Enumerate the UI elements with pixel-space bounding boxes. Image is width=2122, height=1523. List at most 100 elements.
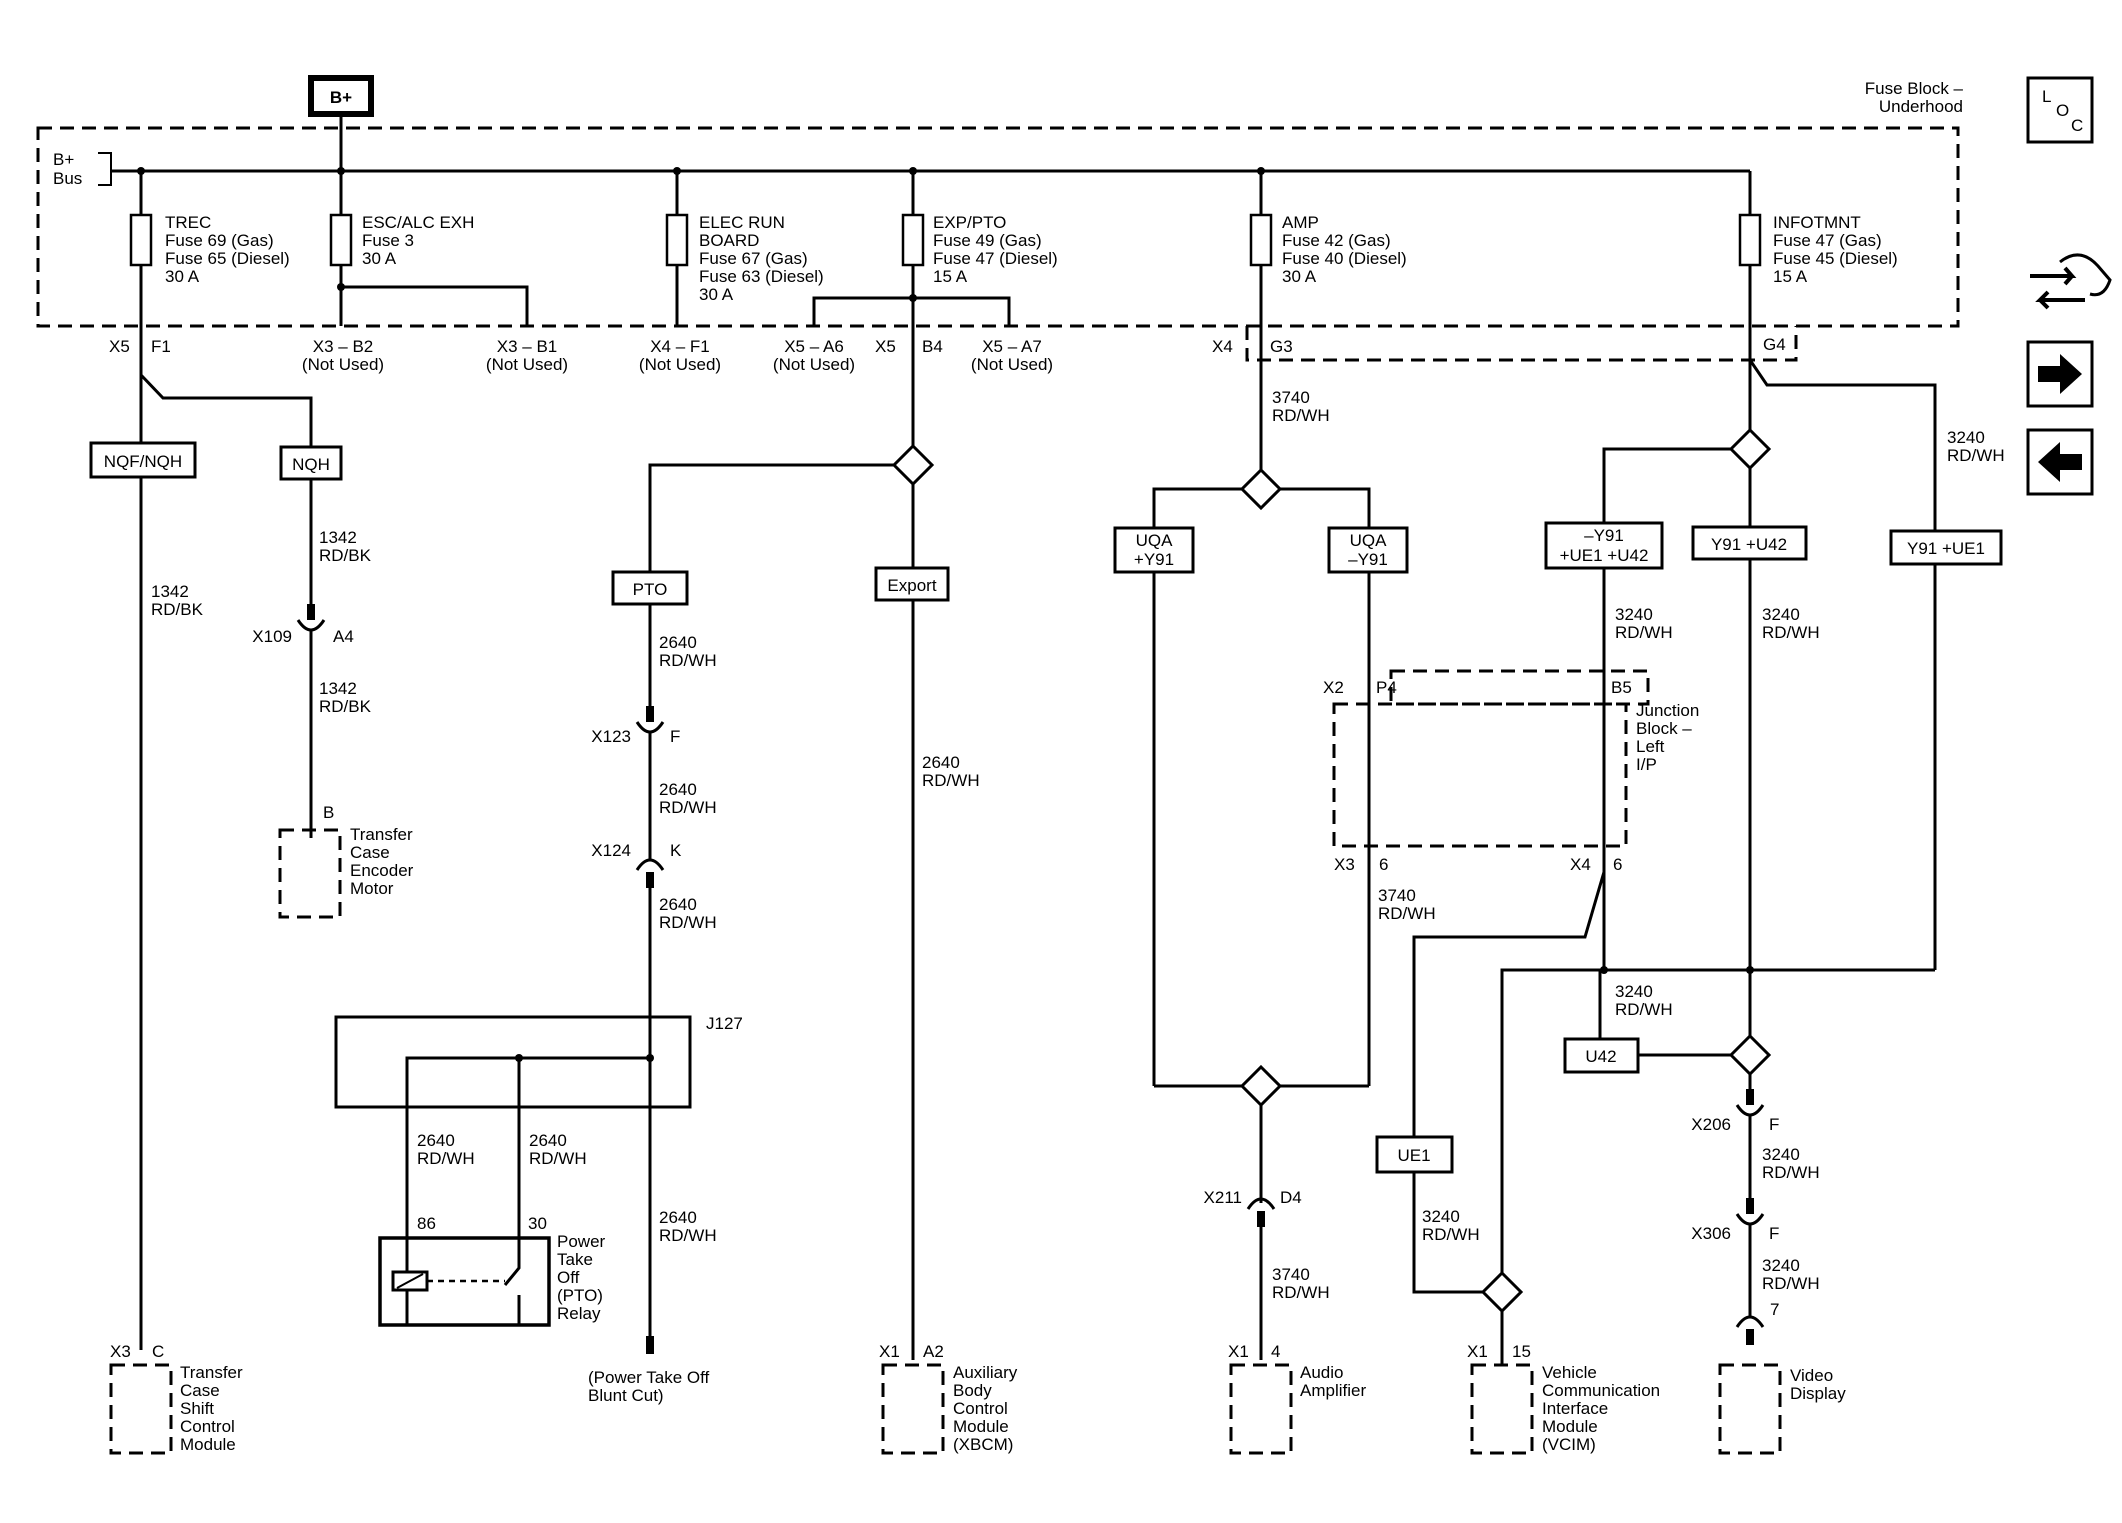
connector-label: C [152, 1342, 164, 1361]
loc-icon: O [2056, 101, 2069, 120]
terminal-label: X5 [109, 337, 130, 356]
connector-label: X3 [110, 1342, 131, 1361]
connector-label: F [670, 727, 680, 746]
terminal-label: (Not Used) [486, 355, 568, 374]
option-y91-ue1 [1889, 529, 2003, 566]
option-y91-u42 [1691, 525, 1808, 561]
option-label: Y91 +UE1 [1907, 539, 1985, 558]
terminal-label: X5 [875, 337, 896, 356]
splice-diamond [1728, 1033, 1772, 1077]
option-uqa-plus-y91 [1113, 526, 1195, 574]
junction-block-left-ip-pins [1389, 669, 1650, 706]
connector-label: X211 [1204, 1188, 1242, 1207]
terminal-label: X5 – A6 [784, 337, 844, 356]
connector-label: 30 [528, 1214, 547, 1233]
connector-label: X306 [1691, 1224, 1731, 1243]
bus-label-2: Bus [53, 169, 82, 188]
connector-label: B5 [1611, 678, 1632, 697]
fuse-esc-alc-exh [329, 213, 353, 267]
splice-diamond [1239, 467, 1283, 511]
splice-diamond [1480, 1270, 1524, 1314]
connector-view-icon[interactable] [2030, 253, 2112, 310]
option-label: –Y91 [1584, 526, 1624, 545]
transfer-case-shift-control-module [109, 1363, 173, 1455]
loc-icon: C [2071, 116, 2083, 135]
terminal-label: (Not Used) [639, 355, 721, 374]
connector-label: F [1769, 1224, 1779, 1243]
fuse-exp-pto [901, 213, 925, 267]
audio-amplifier [1229, 1363, 1293, 1455]
connector-label: 86 [417, 1214, 436, 1233]
connector-label: K [670, 841, 682, 860]
bus-label: B+ [53, 150, 74, 169]
splice-diamond [1728, 427, 1772, 471]
fuse-amp [1249, 213, 1273, 267]
option-label: –Y91 [1348, 550, 1388, 569]
terminal-label: G4 [1763, 335, 1786, 354]
terminal-label: X4 [1212, 337, 1233, 356]
location-view-button[interactable]: L O C [2026, 76, 2094, 144]
splice-diamond [891, 443, 935, 487]
connector-label: 7 [1770, 1300, 1779, 1319]
connector-label: X4 [1570, 855, 1591, 874]
splice-diamond [1239, 1064, 1283, 1108]
option-pto [611, 570, 689, 606]
connector-label: B [323, 803, 334, 822]
option-label: UQA [1136, 531, 1174, 550]
arrow-left-icon [2038, 442, 2082, 482]
next-page-button[interactable] [2026, 340, 2094, 408]
fuse-infotmnt [1738, 213, 1762, 267]
fuse-trec [129, 213, 153, 267]
fuse-block-title: Fuse Block – [1865, 79, 1964, 98]
terminal-label: (Not Used) [971, 355, 1053, 374]
terminal-label: (Not Used) [302, 355, 384, 374]
transfer-case-encoder-motor [278, 828, 342, 919]
loc-icon: L [2042, 87, 2051, 106]
connector-label: F [1769, 1115, 1779, 1134]
arrow-right-icon [2038, 354, 2082, 394]
option-minus-y91-ue1-u42 [1544, 521, 1664, 570]
terminal-label: (Not Used) [773, 355, 855, 374]
connector-label: J127 [706, 1014, 743, 1033]
option-label: NQF/NQH [104, 452, 182, 471]
vehicle-communication-interface-module [1470, 1363, 1534, 1455]
option-label: UQA [1350, 531, 1388, 550]
connector-label: X1 [879, 1342, 900, 1361]
connector-label: X1 [1228, 1342, 1249, 1361]
terminal-label: F1 [151, 337, 171, 356]
option-label: +Y91 [1134, 550, 1174, 569]
connector-label: 15 [1512, 1342, 1531, 1361]
previous-page-button[interactable] [2026, 428, 2094, 496]
option-label: Export [887, 576, 936, 595]
connector-label: X2 [1323, 678, 1344, 697]
connector-label: 4 [1271, 1342, 1280, 1361]
video-display [1718, 1363, 1782, 1455]
connector-label: X1 [1467, 1342, 1488, 1361]
connector-label: 6 [1379, 855, 1388, 874]
terminal-label: X4 – F1 [650, 337, 710, 356]
connector-label: X124 [591, 841, 631, 860]
connector-label: A4 [333, 627, 354, 646]
